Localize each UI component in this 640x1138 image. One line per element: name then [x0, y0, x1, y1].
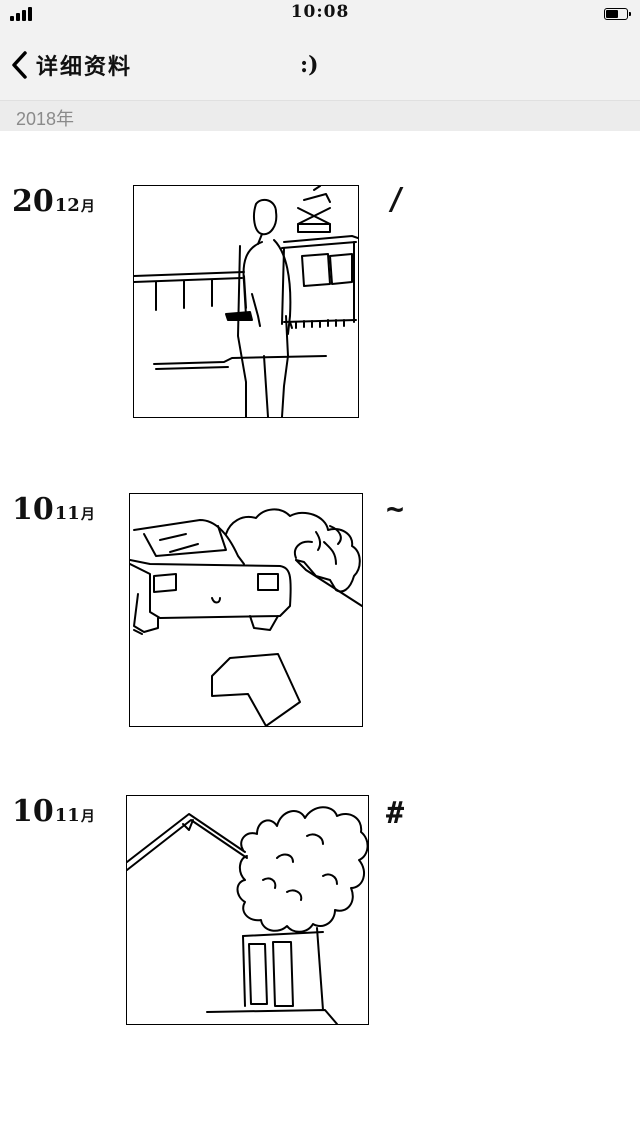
year-section-header: 2018年 [0, 101, 640, 131]
entry-month-suffix: 月 [80, 507, 95, 523]
nav-bar: 详细资料 :) [0, 26, 640, 101]
entry-photo[interactable] [126, 795, 369, 1025]
entry-month-suffix: 月 [80, 809, 95, 825]
nav-center-text: :) [300, 52, 319, 78]
entry-month: 11 [54, 503, 80, 524]
man-and-tram-drawing-icon [134, 186, 358, 417]
entry-photo[interactable] [129, 493, 363, 727]
entry-month: 11 [54, 805, 80, 826]
entry-day: 10 [12, 794, 54, 829]
status-bar: 10:08 [0, 0, 640, 26]
signal-icon [10, 7, 36, 21]
car-and-arrow-drawing-icon [130, 508, 362, 726]
year-label: 2018年 [16, 109, 75, 129]
entry-month: 12 [54, 195, 80, 216]
entry-symbol: ~ [386, 492, 405, 527]
entry-date: 2012月 [12, 184, 95, 219]
back-button[interactable]: 详细资料 [10, 48, 132, 82]
entry-day: 10 [12, 492, 54, 527]
status-time: 10:08 [290, 2, 350, 22]
entry-date: 1011月 [12, 492, 95, 527]
entry-symbol: # [386, 796, 405, 831]
entry-symbol: / [387, 182, 406, 217]
back-button-label: 详细资料 [36, 54, 133, 80]
chevron-left-icon [12, 51, 27, 79]
entry-photo[interactable] [133, 185, 359, 418]
house-and-tree-drawing-icon [127, 806, 368, 1024]
battery-icon [604, 8, 631, 20]
entry-date: 1011月 [12, 794, 95, 829]
entry-day: 20 [12, 184, 54, 219]
entry-month-suffix: 月 [80, 199, 95, 215]
